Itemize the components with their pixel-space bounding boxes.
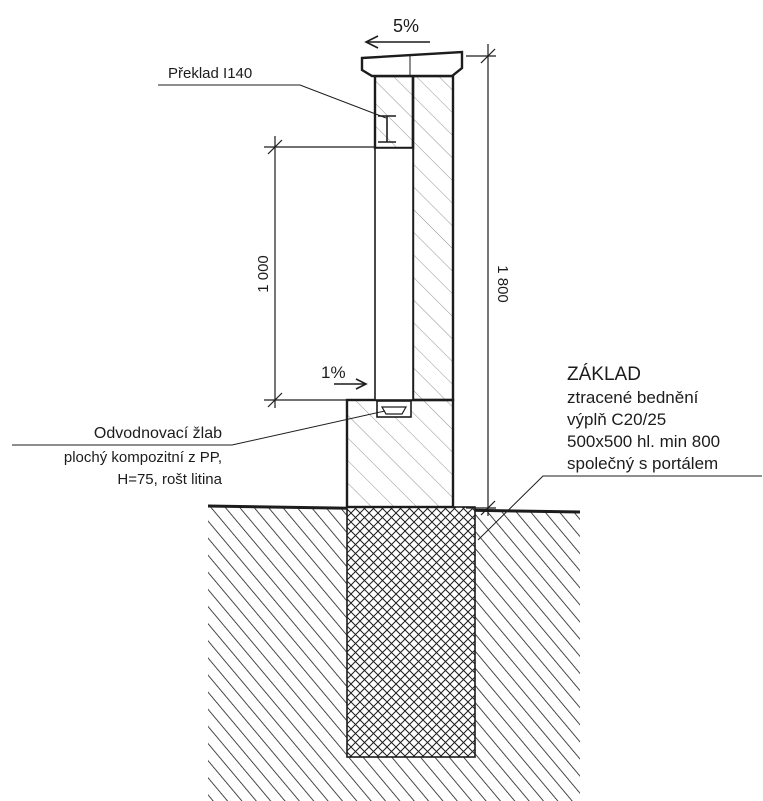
foundation-hatch [346, 506, 476, 758]
foundation-title: ZÁKLAD [567, 364, 641, 385]
dimension-1000-label: 1 000 [255, 255, 272, 293]
slope-bottom-label: 1% [321, 363, 346, 382]
slope-arrow-top [364, 35, 430, 49]
drain-line-1: Odvodnovací žlab [94, 425, 222, 442]
drain-line-3: H=75, rošt litina [117, 471, 222, 488]
main-wall [411, 74, 455, 402]
dimension-1800-label: 1 800 [494, 265, 511, 303]
foundation-leader [477, 475, 762, 541]
lintel-label: Překlad I140 [168, 65, 252, 82]
foundation-line-3: 500x500 hl. min 800 [567, 432, 720, 451]
drain-line-2: plochý kompozitní z PP, [64, 449, 222, 466]
slope-top-label: 5% [393, 16, 419, 36]
foundation-line-1: ztracené bednění [567, 388, 699, 407]
base-plinth [345, 398, 455, 509]
dimension-1000 [264, 136, 376, 408]
dimension-1800 [466, 44, 496, 516]
coping-cap [360, 50, 464, 78]
wall-opening [374, 147, 414, 401]
foundation-line-2: výplň C20/25 [567, 410, 666, 429]
drain-channel [376, 400, 412, 418]
lintel-leader [158, 84, 387, 119]
upper-wall [373, 74, 415, 150]
drain-leader [12, 410, 386, 446]
slope-arrow-bottom [334, 378, 368, 390]
foundation-line-4: společný s portálem [567, 454, 718, 473]
